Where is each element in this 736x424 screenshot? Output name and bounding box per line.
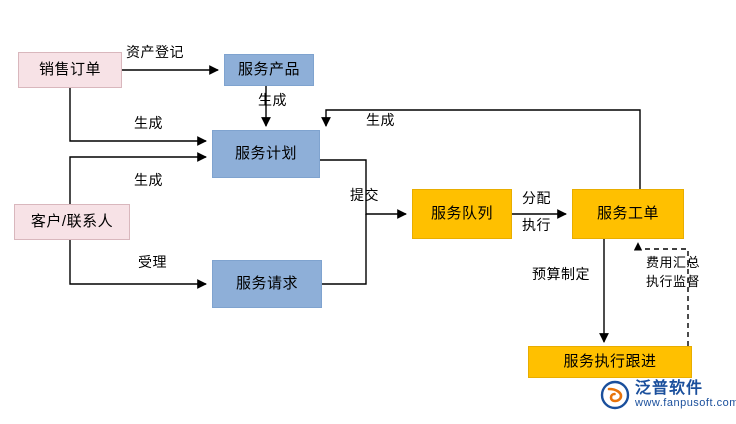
edge-label-accept: 受理 (138, 254, 167, 270)
edge-label-generate-workorder-to-plan: 生成 (366, 112, 395, 128)
brand-text: 泛普软件 www.fanpusoft.com (635, 379, 736, 409)
edge-label-generate-product-to-plan: 生成 (258, 92, 287, 108)
node-service-followup[interactable]: 服务执行跟进 (528, 346, 692, 378)
edge-label-submit: 提交 (350, 187, 379, 203)
node-label: 服务计划 (234, 145, 297, 162)
node-label: 客户/联系人 (30, 213, 114, 230)
node-service-workorder[interactable]: 服务工单 (572, 189, 684, 239)
edge-label-generate-customer-to-plan: 生成 (134, 172, 163, 188)
edge-label-execution-audit: 执行监督 (646, 274, 701, 289)
brand-logo: 泛普软件 www.fanpusoft.com (600, 378, 736, 412)
edge-label-asset-register: 资产登记 (126, 44, 184, 60)
node-customer-contact[interactable]: 客户/联系人 (14, 204, 130, 240)
fanpu-logo-icon (600, 380, 630, 410)
node-label: 服务执行跟进 (563, 353, 657, 370)
brand-name-en: www.fanpusoft.com (635, 396, 736, 409)
edge-label-assign: 分配 (522, 190, 551, 206)
node-service-plan[interactable]: 服务计划 (212, 130, 320, 178)
node-label: 服务产品 (237, 61, 300, 78)
node-label: 服务请求 (235, 275, 298, 292)
node-label: 销售订单 (38, 61, 101, 78)
node-service-product[interactable]: 服务产品 (224, 54, 314, 86)
node-label: 服务工单 (596, 205, 659, 222)
brand-name-cn: 泛普软件 (635, 379, 704, 397)
edge-label-budget-set: 预算制定 (532, 266, 590, 282)
node-service-request[interactable]: 服务请求 (212, 260, 322, 308)
node-service-queue[interactable]: 服务队列 (412, 189, 512, 239)
edge-label-cost-summary: 费用汇总 (646, 255, 701, 270)
edge-label-generate-order-to-plan: 生成 (134, 115, 163, 131)
node-label: 服务队列 (430, 205, 493, 222)
node-sales-order[interactable]: 销售订单 (18, 52, 122, 88)
edge-label-execute: 执行 (522, 217, 551, 233)
